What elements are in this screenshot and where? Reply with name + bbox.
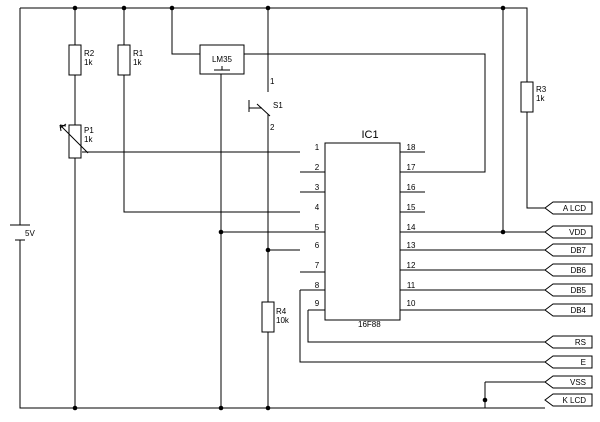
ic1-pin-18: 18 [407, 143, 416, 152]
connector-vss-label: VSS [570, 378, 586, 387]
s1-name: S1 [273, 101, 283, 110]
ic1-pin-8: 8 [315, 281, 320, 290]
r4-value: 10k [276, 316, 290, 325]
resistor-r2: R2 1k [68, 44, 95, 76]
ic1-pin-16: 16 [407, 183, 416, 192]
connector-vdd-label: VDD [569, 228, 586, 237]
ic1-pin-3: 3 [315, 183, 320, 192]
connector-rs-label: RS [575, 338, 586, 347]
connector-db6-label: DB6 [570, 266, 586, 275]
battery-symbol: 5V [10, 224, 35, 241]
connector-db7: DB7 [544, 243, 593, 257]
potentiometer-p1: P1 1k [59, 123, 94, 159]
ic1-pin-11: 11 [407, 281, 416, 290]
connector-k-lcd-label: K LCD [562, 396, 586, 405]
lm35-name: LM35 [212, 55, 233, 64]
ic1-pin-4: 4 [315, 203, 320, 212]
ic1-pin-7: 7 [315, 261, 320, 270]
resistor-r1: R1 1k [117, 44, 144, 76]
connector-vss: VSS [544, 375, 593, 389]
connector-db4: DB4 [544, 303, 593, 317]
r3-name: R3 [536, 85, 547, 94]
ic1-pin-13: 13 [407, 241, 416, 250]
lm35-sensor: LM35 [199, 44, 245, 75]
ic1-pin-10: 10 [407, 299, 416, 308]
push-switch-s1: S1 1 2 [248, 77, 283, 132]
connector-a-lcd-label: A LCD [563, 204, 586, 213]
s1-pin1: 1 [270, 77, 275, 86]
battery-voltage: 5V [25, 229, 35, 238]
r2-value: 1k [84, 58, 93, 67]
r1-value: 1k [133, 58, 142, 67]
connector-db5: DB5 [544, 283, 593, 297]
connector-db4-label: DB4 [570, 306, 586, 315]
ic1-microcontroller: IC1 16F88 1 2 3 4 5 6 7 8 9 18 17 16 15 … [315, 129, 416, 329]
ic1-pin-9: 9 [315, 299, 320, 308]
ic1-pin-5: 5 [315, 223, 320, 232]
wires [19, 7, 545, 409]
resistor-r3: R3 1k [520, 81, 547, 113]
r3-value: 1k [536, 94, 545, 103]
connector-rs: RS [544, 335, 593, 349]
ic1-pin-12: 12 [407, 261, 416, 270]
junction-dots [72, 5, 506, 411]
connector-a-lcd: A LCD [544, 201, 593, 215]
ic1-name: IC1 [361, 129, 378, 141]
resistor-r4: R4 10k [261, 301, 290, 333]
connector-db7-label: DB7 [570, 246, 586, 255]
ic1-pin-17: 17 [407, 163, 416, 172]
p1-value: 1k [84, 135, 93, 144]
r2-name: R2 [84, 49, 95, 58]
ic1-pin-15: 15 [407, 203, 416, 212]
ic1-pin-6: 6 [315, 241, 320, 250]
ic1-pin-2: 2 [315, 163, 320, 172]
connector-e-label: E [581, 358, 586, 367]
connector-k-lcd: K LCD [544, 393, 593, 407]
p1-name: P1 [84, 126, 94, 135]
r1-name: R1 [133, 49, 144, 58]
connector-db6: DB6 [544, 263, 593, 277]
r4-name: R4 [276, 307, 287, 316]
connector-db5-label: DB5 [570, 286, 586, 295]
ic1-pin-1: 1 [315, 143, 320, 152]
s1-pin2: 2 [270, 123, 275, 132]
connector-e: E [544, 355, 593, 369]
ic1-pin-14: 14 [407, 223, 416, 232]
ic1-part: 16F88 [358, 320, 381, 329]
connector-vdd: VDD [544, 225, 593, 239]
